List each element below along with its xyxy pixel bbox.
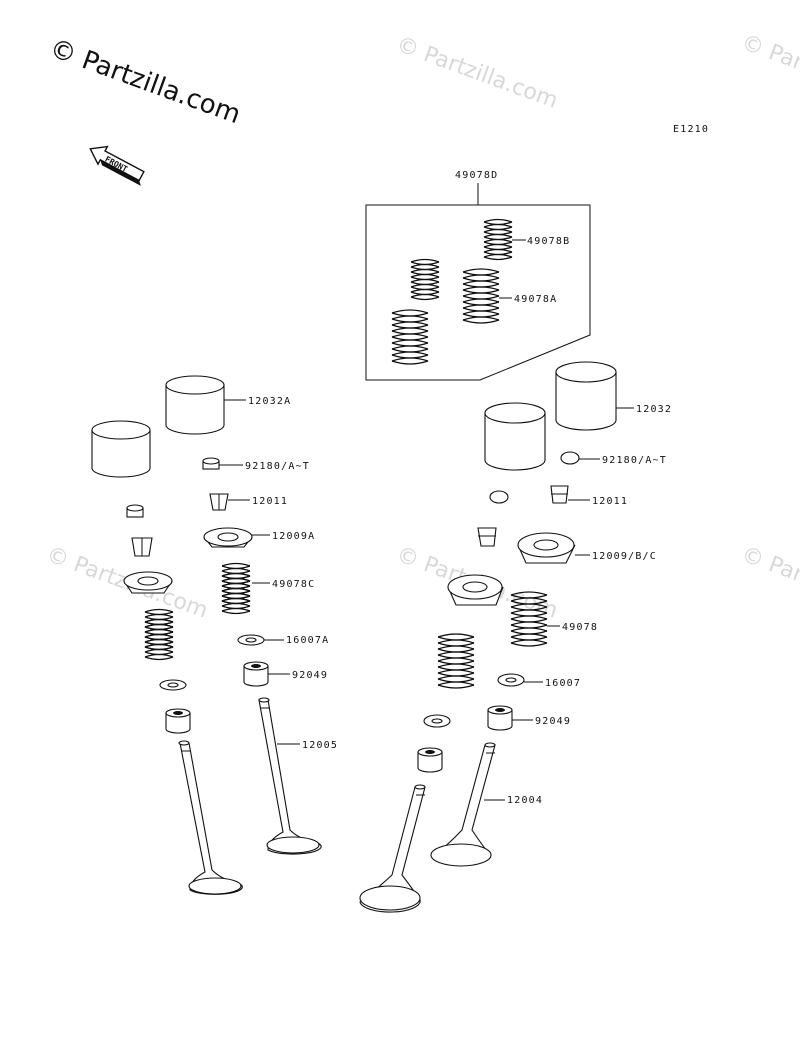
label-49078: 49078 (562, 622, 598, 633)
watermark-faint-2: © Partzilla.com (738, 30, 800, 112)
watermark-faint-5: © Partzilla.com (738, 542, 800, 624)
label-92180-left: 92180/A~T (245, 461, 310, 472)
seat-16007a (237, 634, 265, 646)
label-16007a: 16007A (286, 635, 329, 646)
seat-right-outer (423, 714, 451, 728)
label-49078b: 49078B (527, 236, 570, 247)
label-12011-left: 12011 (252, 496, 288, 507)
seat-16007 (497, 673, 525, 687)
spring-kit-large (391, 309, 429, 365)
valve-right-outer (359, 784, 426, 913)
seal-left (243, 661, 269, 687)
valve-12004 (430, 742, 496, 867)
seal-left-outer (165, 708, 191, 734)
valve-left-outer (178, 740, 243, 895)
retainer-right (517, 532, 576, 564)
spring-left-outer (144, 608, 174, 661)
diagram-code: E1210 (673, 124, 709, 135)
label-12004: 12004 (507, 795, 543, 806)
cotter-left (209, 493, 229, 511)
label-12032a: 12032A (248, 396, 291, 407)
tappet-left-outer (91, 420, 151, 478)
label-12011-right: 12011 (592, 496, 628, 507)
front-arrow-icon: FRONT (89, 145, 145, 186)
cotter-right (550, 485, 569, 504)
label-16007: 16007 (545, 678, 581, 689)
label-49078a: 49078A (514, 294, 557, 305)
watermark-faint-1: © Partzilla.com (393, 32, 561, 114)
kit-label: 49078D (455, 170, 498, 181)
shim-right-outer (489, 490, 509, 504)
label-12032: 12032 (636, 404, 672, 415)
label-12009a: 12009A (272, 531, 315, 542)
spring-kit-small (410, 258, 440, 301)
valve-12005 (258, 697, 322, 855)
shim-right (560, 451, 580, 465)
label-12009-right: 12009/B/C (592, 551, 657, 562)
label-92049-right: 92049 (535, 716, 571, 727)
tappet-12032a (165, 375, 225, 435)
label-92049-left: 92049 (292, 670, 328, 681)
shim-left (202, 457, 220, 470)
seal-right-outer (417, 747, 443, 773)
retainer-12009a (203, 527, 253, 548)
tappet-12032 (555, 361, 617, 431)
cotter-right-outer (477, 527, 497, 547)
label-49078c: 49078C (272, 579, 315, 590)
shim-left-outer (126, 504, 144, 518)
seat-left-outer (159, 679, 187, 691)
tappet-right-outer (484, 402, 546, 471)
cotter-left-outer (131, 537, 153, 557)
label-92180-right: 92180/A~T (602, 455, 667, 466)
spring-49078c (221, 562, 251, 615)
seal-right (487, 705, 513, 731)
kit-box (365, 204, 591, 381)
watermark-main: © Partzilla.com (46, 33, 245, 130)
spring-49078a (462, 268, 500, 324)
spring-right-outer (437, 633, 475, 689)
label-12005: 12005 (302, 740, 338, 751)
spring-49078b (483, 218, 513, 261)
retainer-right-outer (447, 574, 504, 606)
retainer-left-outer (123, 571, 173, 594)
